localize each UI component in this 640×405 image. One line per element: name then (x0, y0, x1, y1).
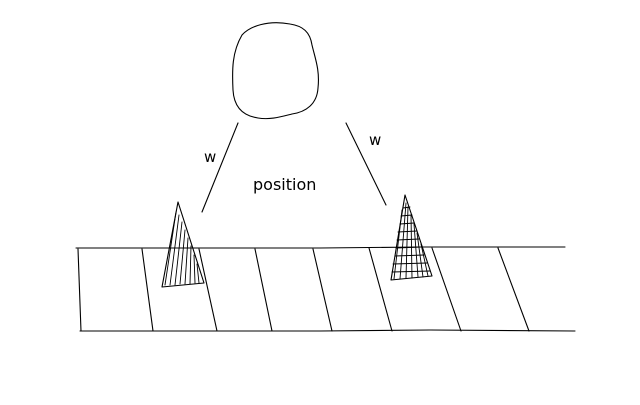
left-connector-line (201, 122, 239, 213)
band-stripe (254, 248, 273, 332)
band-stripe (198, 248, 218, 332)
right-connector-line (345, 122, 387, 206)
right-cone-outline (390, 194, 433, 281)
right-weight-label: w (369, 131, 381, 149)
left-cone (161, 201, 205, 288)
position-label: position (253, 175, 316, 194)
band-stripe (431, 247, 462, 332)
band-stripe (497, 247, 530, 332)
left-cone-outline (161, 201, 205, 288)
right-cone (390, 194, 433, 281)
band-stripe (368, 247, 393, 332)
left-weight-label: w (204, 148, 216, 166)
band-bottom-line (79, 329, 576, 332)
right-cone-grid (391, 202, 431, 280)
band-stripe (141, 248, 154, 332)
band-top-line (75, 246, 566, 249)
band-left-edge (77, 248, 82, 332)
blob-shape (232, 22, 319, 120)
band-stripes (141, 247, 530, 332)
left-cone-hatching (164, 211, 200, 286)
band-stripe (312, 248, 333, 332)
